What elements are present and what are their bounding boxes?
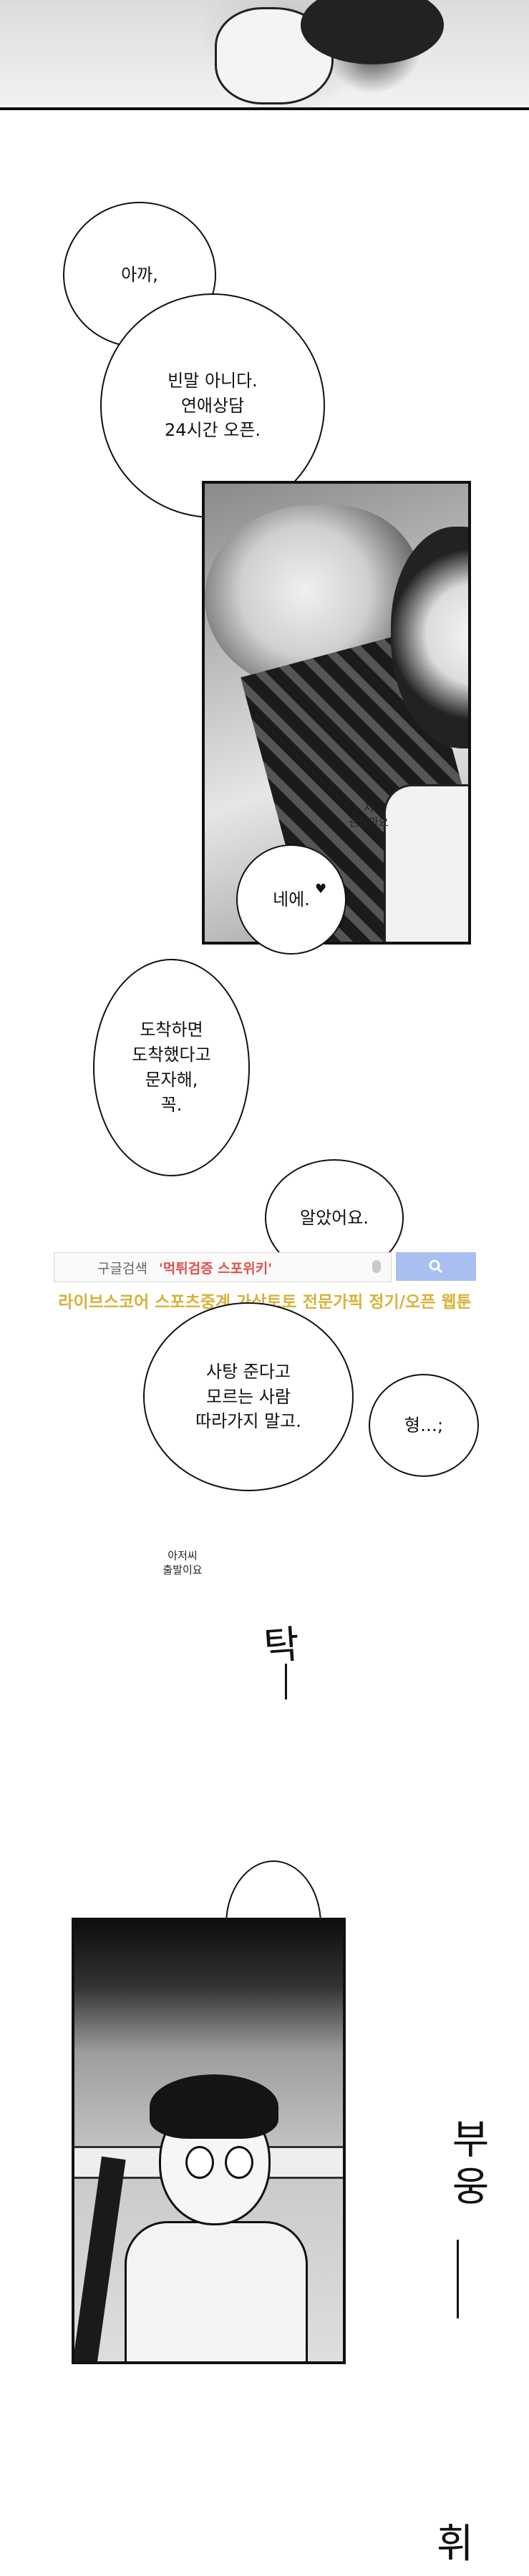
speech-bubble-7-text: 형…; — [404, 1415, 444, 1435]
speech-bubble-4: 도착하면 도착했다고 문자해, 꼭. — [93, 959, 250, 1176]
mic-icon — [372, 1260, 381, 1273]
panel-2-character-hair — [150, 2074, 278, 2139]
watermark-search-button — [396, 1252, 476, 1281]
speech-bubble-6: 사탕 준다고 모르는 사람 따라가지 말고. — [143, 1302, 354, 1491]
comic-panel-2 — [72, 1918, 346, 2364]
panel-2-character-body — [125, 2221, 308, 2361]
panel-1-shirt — [384, 784, 468, 942]
sfx-vroom-line — [457, 2240, 459, 2318]
speech-bubble-5-text: 알았어요. — [300, 1207, 369, 1228]
watermark-search-label: 구글검색 — [97, 1260, 147, 1277]
sfx-vroom: 부웅 — [444, 2118, 490, 2212]
watermark-search-bar: 구글검색 '먹튀검증 스포위키' — [54, 1252, 476, 1282]
speech-bubble-6-text: 사탕 준다고 모르는 사람 따라가지 말고. — [195, 1361, 301, 1432]
panel-2-right-eye — [225, 2146, 253, 2179]
speech-bubble-7: 형…; — [369, 1374, 479, 1477]
heart-mark: ♥ — [315, 882, 327, 897]
speech-bubble-3-text: 네에. — [273, 889, 310, 909]
search-icon — [429, 1259, 443, 1274]
small-note-fine: 저 괜찮아요 — [349, 801, 389, 829]
speech-bubble-4-text: 도착하면 도착했다고 문자해, 꼭. — [132, 1020, 211, 1115]
speech-bubble-2: 빈말 아니다. 연애상담 24시간 오픈. — [100, 293, 325, 518]
speech-bubble-2-text: 빈말 아니다. 연애상담 24시간 오픈. — [164, 370, 261, 441]
sfx-hwi: 휘 — [437, 2521, 474, 2567]
watermark-search-query: '먹튀검증 스포위키' — [158, 1260, 273, 1277]
sfx-tak: 탁 — [262, 1621, 301, 1669]
speech-bubble-3: 네에. — [236, 844, 346, 955]
top-panel-hair — [301, 0, 444, 64]
panel-2-left-eye — [185, 2146, 214, 2179]
watermark-search-box: 구글검색 '먹튀검증 스포위키' — [54, 1252, 392, 1282]
top-panel — [0, 0, 529, 110]
speech-bubble-1-text: 아까, — [121, 264, 158, 285]
sfx-tak-line — [285, 1664, 287, 1699]
small-note-depart: 아저씨 출발이요 — [162, 1549, 203, 1576]
